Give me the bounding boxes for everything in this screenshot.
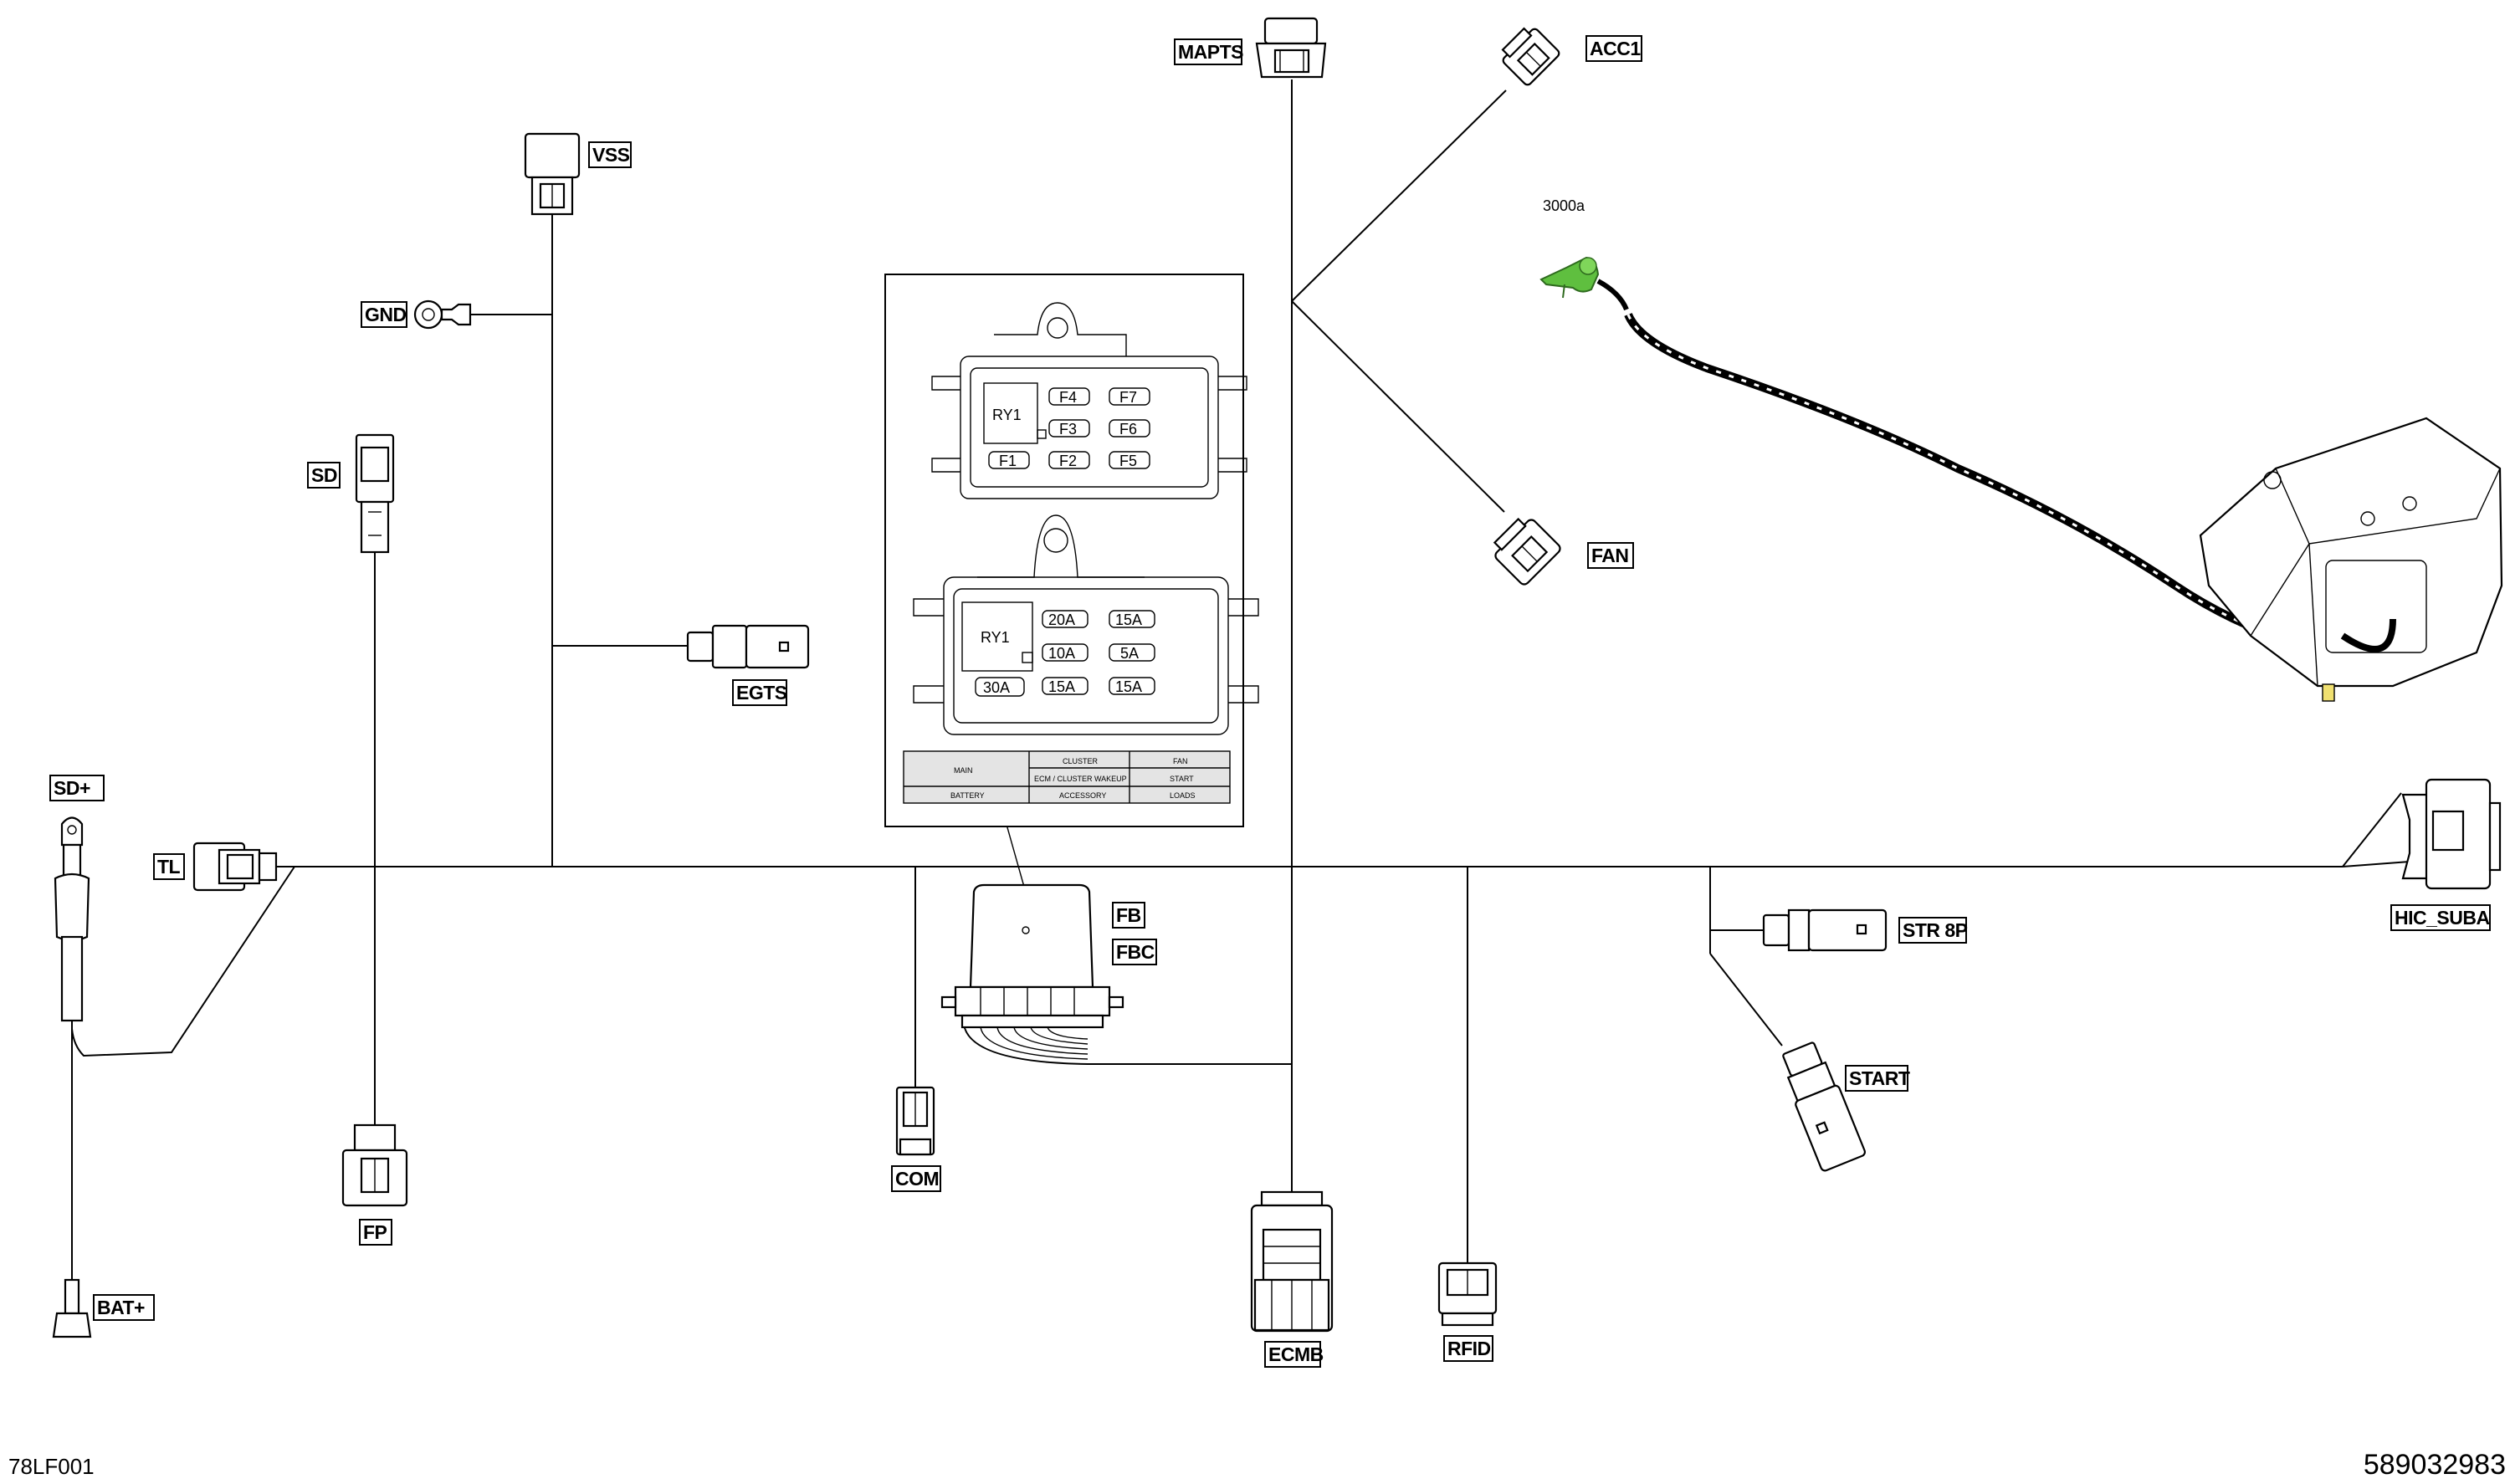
start-label-box [1845, 1065, 1908, 1092]
fuse-box-panel [884, 274, 1244, 827]
sd-label: SD [311, 464, 337, 486]
acc1-connector [1501, 27, 1560, 86]
control-module [2199, 417, 2503, 702]
egts-label: EGTS [736, 682, 787, 704]
fb-label: FB [1116, 904, 1141, 926]
fuse-top-3: F6 [1119, 421, 1137, 438]
fan-label: FAN [1591, 545, 1629, 566]
fuse-top-5: F2 [1059, 453, 1077, 469]
fan-connector [1493, 517, 1561, 586]
com-connector [895, 1086, 935, 1156]
rfid-label: RFID [1447, 1338, 1491, 1359]
mapts-label: MAPTS [1178, 41, 1243, 63]
fuse-top-relay: RY1 [992, 407, 1022, 423]
vss-label-box [588, 141, 632, 168]
fuse-bottom-2: 10A [1048, 645, 1075, 662]
rfid-connector [1437, 1261, 1498, 1327]
vss-connector [524, 132, 581, 216]
str8p-label-box [1898, 917, 1967, 944]
fuse-top-2: F3 [1059, 421, 1077, 438]
fuse-bottom-1: 15A [1115, 612, 1142, 628]
str8p-connector [1762, 908, 1888, 952]
egts-label-box [732, 679, 787, 706]
fb-label-box [1112, 902, 1145, 929]
fbc-label: FBC [1116, 941, 1155, 963]
rfid-label-box [1443, 1335, 1493, 1362]
start-label: START [1849, 1067, 1910, 1089]
sd-plus-label-box [49, 775, 105, 801]
harness-wires [71, 79, 2410, 1263]
vss-label: VSS [592, 144, 630, 166]
fp-connector [341, 1123, 408, 1207]
hic-suba-connector [2401, 778, 2502, 890]
fuse-bottom-4: 30A [983, 679, 1010, 696]
hic-suba-label-box [2390, 904, 2491, 931]
sd-plus-label: SD+ [54, 777, 90, 799]
fbc-label-box [1112, 939, 1157, 965]
bat-plus-terminal [52, 1278, 92, 1338]
tl-connector [192, 842, 278, 892]
bat-plus-label-box [93, 1294, 155, 1321]
ecmb-label: ECMB [1268, 1343, 1324, 1365]
ecmb-label-box [1264, 1341, 1321, 1368]
ecmb-connector [1250, 1190, 1334, 1333]
acc1-label-box [1585, 35, 1642, 62]
mapts-label-box [1174, 38, 1242, 65]
fuse-top-1: F7 [1119, 389, 1137, 406]
hic-suba-label: HIC_SUBA [2395, 907, 2490, 929]
legend-loads: LOADS [1170, 791, 1196, 800]
start-connector [1782, 1041, 1867, 1172]
gnd-ring-terminal [413, 299, 472, 330]
sd-connector [355, 433, 395, 554]
fuse-bottom-6: 15A [1115, 678, 1142, 695]
gnd-label-box [361, 301, 407, 328]
com-label-box [891, 1165, 941, 1192]
legend-fan: FAN [1173, 757, 1188, 765]
fuse-top-6: F5 [1119, 453, 1137, 469]
fuse-top-4: F1 [999, 453, 1017, 469]
fuse-box-top [931, 302, 1247, 499]
legend-main: MAIN [954, 766, 973, 775]
fp-label-box [359, 1219, 392, 1246]
fuse-bottom-relay: RY1 [981, 629, 1010, 646]
fp-label: FP [363, 1221, 387, 1243]
footer-left-code: 78LF001 [8, 1454, 95, 1479]
fuse-top-0: F4 [1059, 389, 1077, 406]
legend-battery: BATTERY [950, 791, 985, 800]
tl-label-box [153, 853, 185, 880]
tl-label: TL [157, 856, 181, 878]
fan-label-box [1587, 542, 1634, 569]
acc1-label: ACC1 [1590, 38, 1641, 59]
str8p-label: STR 8P [1903, 919, 1968, 941]
egts-connector [686, 624, 810, 669]
sd-plus-terminal [54, 816, 90, 1280]
fuse-bottom-3: 5A [1120, 645, 1139, 662]
fuse-bottom-5: 15A [1048, 678, 1075, 695]
gnd-label: GND [365, 304, 407, 325]
legend-start: START [1170, 775, 1194, 783]
legend-accessory: ACCESSORY [1059, 791, 1106, 800]
fuse-box-bottom [913, 514, 1259, 735]
fuse-bottom-0: 20A [1048, 612, 1075, 628]
fuse-legend-table [903, 750, 1231, 804]
footer-right-code: 589032983 [2364, 1449, 2506, 1481]
bat-plus-label: BAT+ [97, 1297, 145, 1318]
legend-cluster: CLUSTER [1063, 757, 1099, 765]
mapts-connector [1255, 17, 1327, 79]
com-label: COM [895, 1168, 939, 1190]
sd-label-box [307, 462, 341, 489]
part-3000a-label: 3000a [1543, 197, 1585, 214]
legend-ecm-wakeup: ECM / CLUSTER WAKEUP [1034, 775, 1127, 783]
fb-fuse-block [940, 883, 1124, 1029]
